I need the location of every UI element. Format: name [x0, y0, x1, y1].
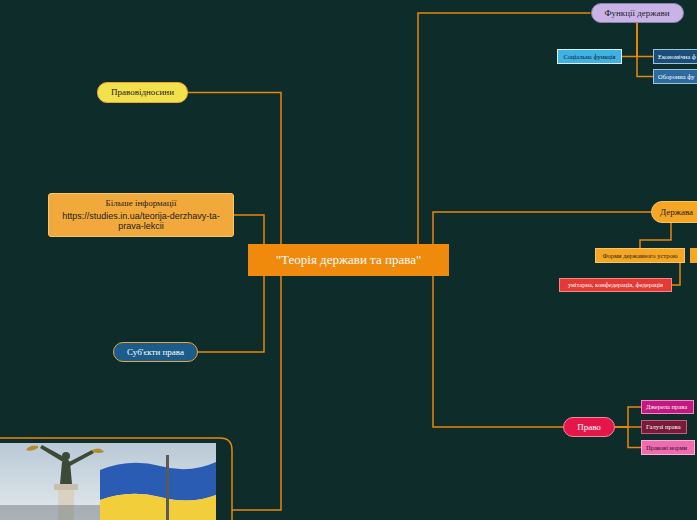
subtopic-box: Правові норми	[641, 440, 695, 455]
image-frame	[0, 438, 232, 520]
subtopic-box: Соціальна функція	[557, 49, 622, 64]
node-label: Правовідносини	[111, 87, 174, 97]
branch-connector	[615, 407, 641, 427]
subtopic-box: унітарна, конфедерація, федерація	[559, 278, 672, 292]
link-text: https://studies.in.ua/teorija-derzhavy-t…	[57, 211, 225, 232]
node-label: Правові норми	[646, 444, 687, 451]
subtopic-box: Джерела права	[641, 400, 694, 414]
node-label: Держава	[660, 207, 693, 217]
image-connector	[232, 276, 281, 510]
branch-connector	[433, 212, 651, 244]
branch-connector	[637, 23, 653, 57]
info-box: Більше інформації https://studies.in.ua/t…	[48, 193, 234, 237]
node-label: Функції держави	[604, 8, 669, 18]
node-label: Галузі права	[646, 423, 681, 430]
branch-connector	[234, 215, 264, 244]
branch-connector	[622, 23, 637, 57]
subtopic-box: Економічна ф	[653, 49, 697, 64]
cut-branch-box	[690, 248, 697, 263]
topic-pill: Правовідносини	[97, 82, 188, 103]
branch-connector	[615, 427, 641, 448]
subtopic-box: Галузі права	[641, 420, 687, 434]
node-label: Джерела права	[646, 403, 687, 410]
branch-connector	[433, 276, 563, 427]
topic-pill: Функції держави	[591, 3, 684, 23]
subtopic-box: Форми державного устрою	[595, 248, 685, 263]
branch-connector	[672, 263, 680, 285]
node-label: Соціальна функція	[563, 53, 615, 60]
subtopic-box: Оборонна фу	[653, 69, 697, 84]
node-label: Право	[577, 422, 601, 432]
topic-pill: Суб'єкти права	[113, 342, 198, 362]
node-label: Економічна ф	[658, 53, 696, 60]
topic-pill: Держава	[651, 201, 697, 223]
node-label: "Теорія держави та права"	[276, 253, 421, 268]
node-label: унітарна, конфедерація, федерація	[568, 281, 663, 288]
branch-connector	[637, 23, 653, 77]
central-topic: "Теорія держави та права"	[248, 244, 449, 276]
node-label: Суб'єкти права	[127, 347, 184, 357]
node-label: Більше інформації	[106, 198, 177, 208]
branch-connector	[198, 276, 264, 352]
branch-connector	[640, 223, 671, 248]
branch-connector	[418, 13, 591, 244]
monument-photo	[0, 443, 216, 520]
node-label: Оборонна фу	[658, 73, 695, 80]
topic-pill: Право	[563, 417, 615, 437]
node-label: Форми державного устрою	[602, 252, 677, 259]
